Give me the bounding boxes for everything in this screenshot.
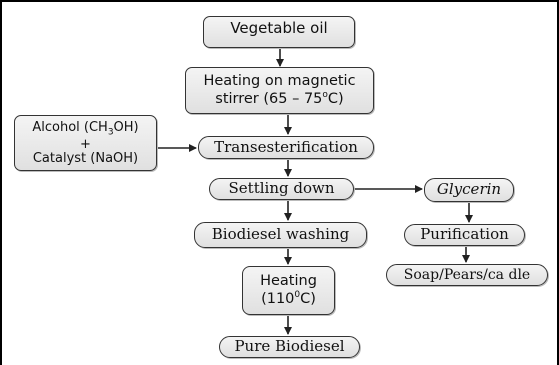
node-purification: Purification bbox=[404, 224, 525, 246]
node-glycerin: Glycerin bbox=[424, 178, 514, 202]
node-heating-110-line2: (1100C) bbox=[261, 290, 316, 307]
node-transesterification: Transesterification bbox=[198, 136, 374, 159]
node-soap-pears-candle: Soap/Pears/ca dle bbox=[386, 264, 548, 286]
node-heating-stirrer: Heating on magnetic stirrer (65 – 75oC) bbox=[185, 67, 374, 114]
node-heating-stirrer-line2: stirrer (65 – 75oC) bbox=[215, 90, 344, 107]
node-alcohol-line3: Catalyst (NaOH) bbox=[32, 150, 139, 166]
node-heating-110: Heating (1100C) bbox=[242, 266, 335, 315]
node-settling-down: Settling down bbox=[209, 178, 354, 200]
node-soap-pears-candle-label: Soap/Pears/ca dle bbox=[403, 266, 531, 283]
node-heating-stirrer-line1: Heating on magnetic bbox=[203, 73, 356, 90]
node-transesterification-label: Transesterification bbox=[214, 137, 358, 156]
node-settling-down-label: Settling down bbox=[228, 179, 335, 198]
node-alcohol-plus: + bbox=[80, 136, 91, 152]
node-purification-label: Purification bbox=[420, 225, 509, 244]
node-biodiesel-washing-label: Biodiesel washing bbox=[211, 225, 350, 244]
node-pure-biodiesel-label: Pure Biodiesel bbox=[234, 337, 345, 356]
node-vegetable-oil-label: Vegetable oil bbox=[230, 19, 328, 37]
node-heating-110-line1: Heating bbox=[260, 273, 317, 290]
node-biodiesel-washing: Biodiesel washing bbox=[194, 222, 367, 248]
node-alcohol-line1: Alcohol (CH3OH) bbox=[32, 119, 139, 138]
node-alcohol-catalyst: Alcohol (CH3OH) + Catalyst (NaOH) bbox=[14, 115, 157, 171]
node-pure-biodiesel: Pure Biodiesel bbox=[219, 336, 360, 358]
node-vegetable-oil: Vegetable oil bbox=[203, 16, 355, 48]
node-glycerin-label: Glycerin bbox=[436, 180, 502, 199]
